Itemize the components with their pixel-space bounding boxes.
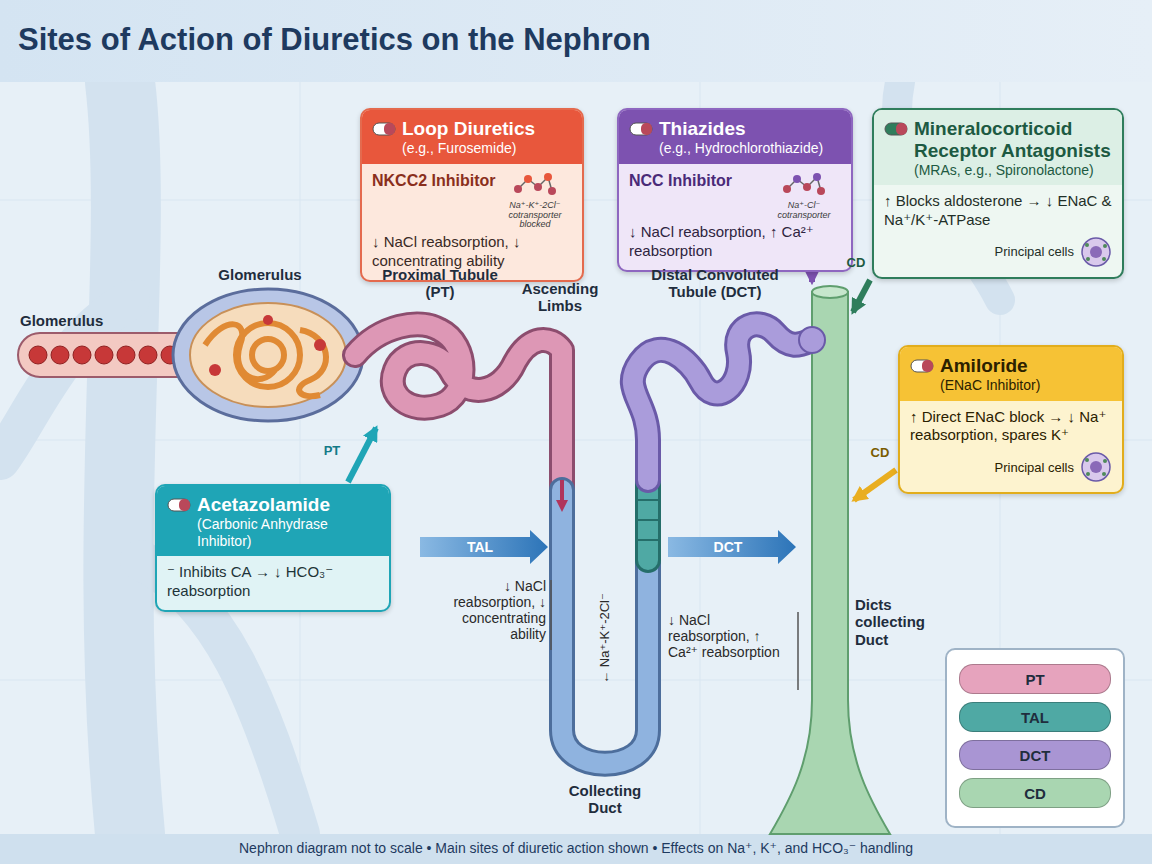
flow-marker [556, 500, 568, 512]
effect-note: ↓ NaCl reabsorption, ↓ concentrating abi… [436, 578, 546, 642]
legend-swatch: CD [959, 778, 1111, 808]
legend-label: PT [1025, 671, 1044, 688]
box-heading: Amiloride [940, 355, 1028, 377]
tubule-junction [799, 327, 825, 353]
structure-label: Ascending Limbs [512, 280, 608, 315]
box-subheading: (e.g., Furosemide) [402, 140, 572, 157]
effect-text: ↑ Blocks aldosterone → ↓ ENaC & Na⁺/K⁺-A… [884, 192, 1112, 230]
legend-swatch: DCT [959, 740, 1111, 770]
molecule-icon [781, 171, 827, 197]
box-header: Loop Diuretics(e.g., Furosemide) [362, 110, 582, 164]
segment-arrow-label: DCT [703, 539, 753, 555]
pill-icon [910, 359, 934, 373]
structure-label: Glomerulus [20, 312, 120, 329]
box-body: NCC InhibitorNa⁺-Cl⁻ cotransporter↓ NaCl… [619, 164, 851, 270]
molecule-icon [512, 171, 558, 197]
drug-box: Amiloride(ENaC Inhibitor) ↑ Direct ENaC b… [898, 345, 1124, 494]
flow-marker [560, 480, 564, 500]
box-header: Mineralocorticoid Receptor Antagonists(M… [874, 110, 1122, 185]
structure-label: Distal Convoluted Tubule (DCT) [640, 266, 790, 301]
cell-icon [1080, 451, 1112, 483]
legend-label: CD [1024, 785, 1046, 802]
action-arrow [348, 428, 376, 482]
box-body: NKCC2 InhibitorNa⁺-K⁺-2Cl⁻ cotransporter… [362, 164, 582, 280]
drug-box: Thiazides(e.g., Hydrochlorothiazide)NCC … [617, 108, 853, 272]
effect-text: ↑ Direct ENaC block → ↓ Na⁺ reabsorption… [910, 408, 1112, 446]
structure-label: Dicts collecting Duct [855, 596, 941, 648]
flow-arrow [668, 530, 796, 564]
box-subheading: (e.g., Hydrochlorothiazide) [659, 140, 841, 157]
box-header: Amiloride(ENaC Inhibitor) [900, 347, 1122, 401]
collecting-duct [770, 292, 890, 834]
box-heading: Acetazolamide [197, 494, 330, 516]
tubule-bands [638, 500, 658, 540]
effect-note: ↓ NaCl reabsorption, ↑ Ca²⁺ reabsorption [668, 612, 793, 660]
structure-label: Collecting Duct [557, 782, 653, 817]
drug-box: Loop Diuretics(e.g., Furosemide)NKCC2 In… [360, 108, 584, 282]
box-body: ↑ Blocks aldosterone → ↓ ENaC & Na⁺/K⁺-A… [874, 185, 1122, 277]
flow-arrow [420, 530, 548, 564]
box-heading: Mineralocorticoid Receptor Antagonists [914, 118, 1112, 162]
cell-icon [1080, 236, 1112, 268]
segment-arrow-label: TAL [455, 539, 505, 555]
title: Sites of Action of Diuretics on the Neph… [18, 22, 651, 58]
action-arrow [853, 280, 870, 312]
legend-label: DCT [1020, 747, 1051, 764]
effect-text: ↓ NaCl reabsorption, ↑ Ca²⁺ reabsorption [629, 223, 841, 261]
vessel-shadow [0, 82, 1000, 834]
grid [0, 82, 1152, 834]
action-arrow [854, 470, 896, 500]
pill-icon [167, 498, 191, 512]
drug-box: Mineralocorticoid Receptor Antagonists(M… [872, 108, 1124, 279]
glomerulus [18, 289, 363, 421]
box-heading: Thiazides [659, 118, 746, 140]
nephron-tubule [355, 324, 812, 763]
box-body: ↑ Direct ENaC block → ↓ Na⁺ reabsorption… [900, 401, 1122, 493]
mechanism-label: NCC Inhibitor [629, 171, 767, 190]
site-tag: CD [866, 446, 894, 461]
box-header: Thiazides(e.g., Hydrochlorothiazide) [619, 110, 851, 164]
effect-text: ⁻ Inhibits CA → ↓ HCO₃⁻ reabsorption [167, 563, 379, 601]
site-tag: PT [318, 444, 346, 459]
cell-label: Principal cells [995, 460, 1074, 475]
bracket [550, 580, 552, 650]
caption: Nephron diagram not to scale • Main site… [0, 840, 1152, 856]
drug-box: Acetazolamide(Carbonic Anhydrase Inhibit… [155, 484, 391, 612]
pill-icon [884, 122, 908, 136]
site-tag: CD [842, 256, 870, 271]
bracket [797, 612, 799, 690]
transporter-label: ← Na⁺-K⁺-2Cl⁻ [598, 578, 613, 698]
box-heading: Loop Diuretics [402, 118, 535, 140]
legend-swatch: TAL [959, 702, 1111, 732]
box-header: Acetazolamide(Carbonic Anhydrase Inhibit… [157, 486, 389, 556]
legend-swatch: PT [959, 664, 1111, 694]
pill-icon [629, 122, 653, 136]
pill-icon [372, 122, 396, 136]
box-body: ⁻ Inhibits CA → ↓ HCO₃⁻ reabsorption [157, 556, 389, 610]
legend-label: TAL [1021, 709, 1049, 726]
title-bar [0, 0, 1152, 82]
box-subheading: (ENaC Inhibitor) [940, 377, 1112, 394]
structure-label: Glomerulus [205, 266, 315, 283]
collecting-duct [812, 286, 848, 298]
effect-text: ↓ NaCl reabsorption, ↓ concentrating abi… [372, 233, 572, 271]
legend: PT TAL DCT CD [945, 648, 1125, 828]
icon-caption: Na⁺-Cl⁻ cotransporter [767, 201, 841, 221]
box-subheading: (Carbonic Anhydrase Inhibitor) [197, 516, 379, 550]
cell-label: Principal cells [995, 244, 1074, 259]
structure-label: Proximal Tubule (PT) [372, 266, 508, 301]
icon-caption: Na⁺-K⁺-2Cl⁻ cotransporter blocked [498, 201, 572, 231]
box-subheading: (MRAs, e.g., Spironolactone) [914, 162, 1112, 179]
mechanism-label: NKCC2 Inhibitor [372, 171, 498, 190]
caption-bar [0, 834, 1152, 864]
